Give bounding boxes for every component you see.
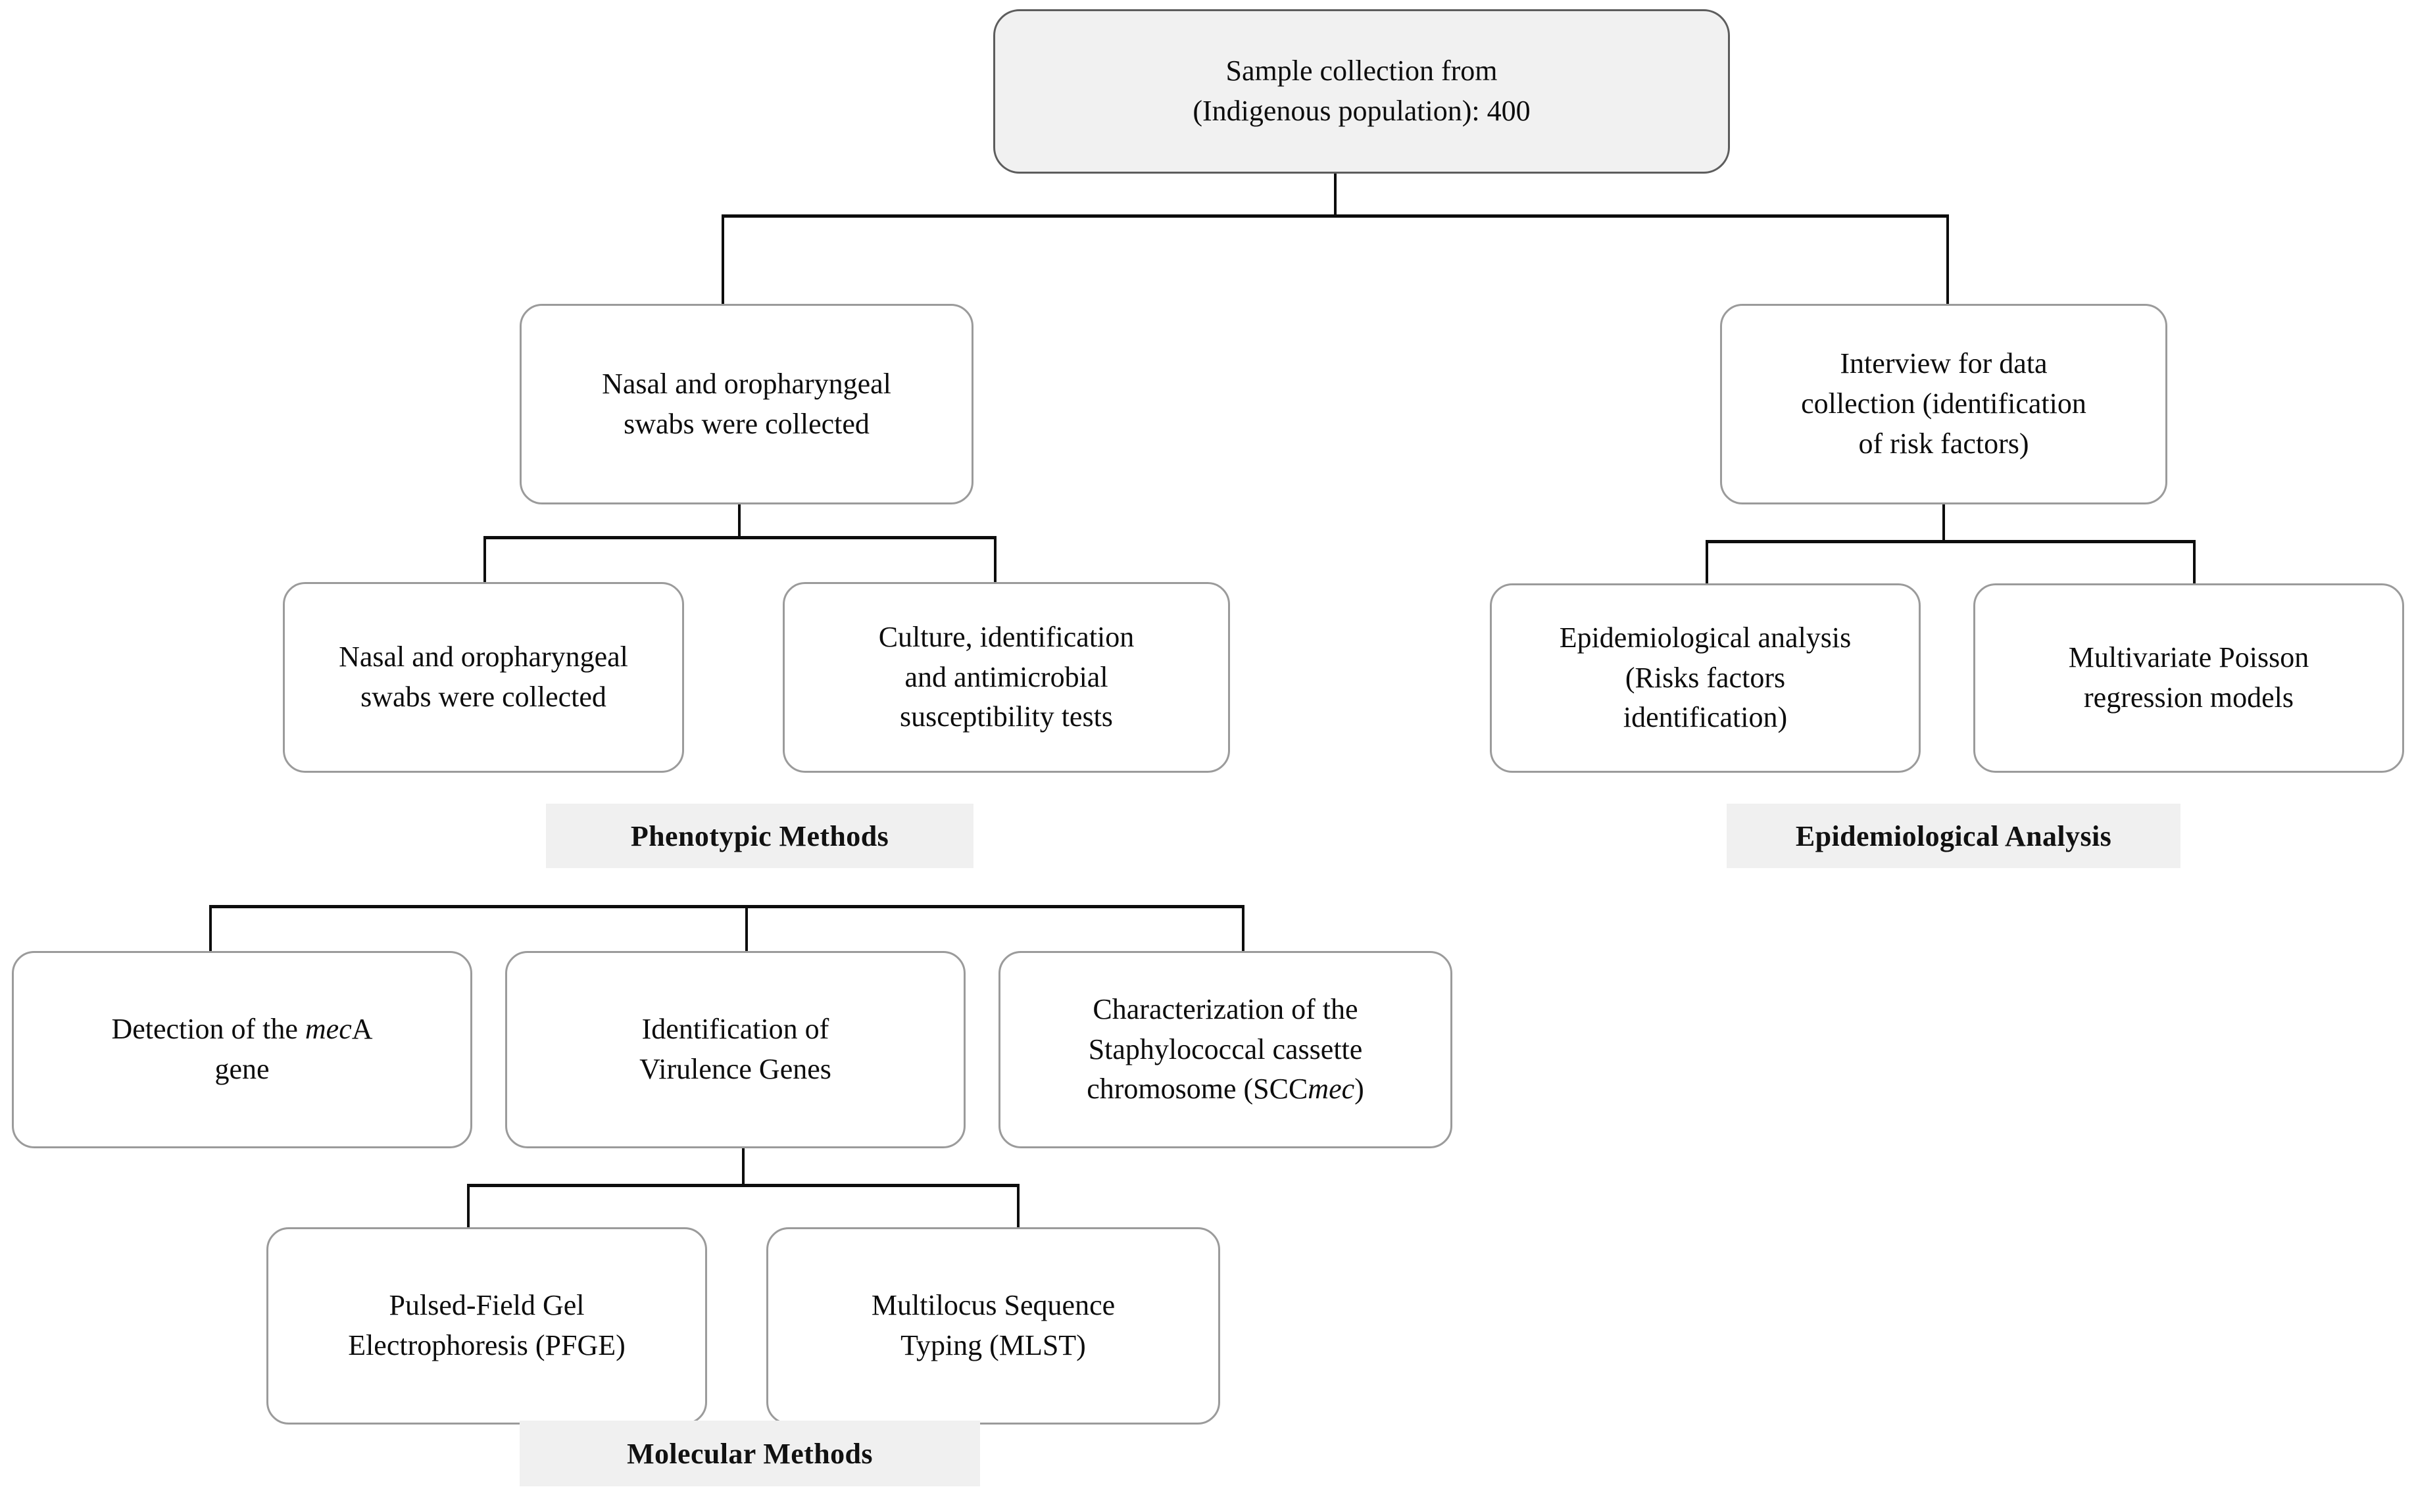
sccmec-italic: mec [1308,1073,1355,1106]
epi-line-2: (Risks factors [1625,661,1786,694]
connector-root-to-interview [1946,214,1949,305]
swabs-child-line-1: Nasal and oropharyngeal [339,641,628,673]
node-pfge[interactable]: Pulsed-Field Gel Electrophoresis (PFGE) [266,1227,707,1425]
poisson-line-1: Multivariate Poisson [2068,641,2309,674]
caption-epidemiological-analysis: Epidemiological Analysis [1727,804,2180,868]
sccmec-line-1: Characterization of the [1093,992,1358,1025]
connector-virulence-stem [742,1148,745,1186]
culture-line-1: Culture, identification [878,620,1135,653]
virulence-line-1: Identification of [641,1013,829,1046]
sccmec-line-3: chromosome (SCCmec) [1087,1073,1364,1106]
pfge-line-1: Pulsed-Field Gel [389,1289,585,1322]
connector-to-sccmec [1242,905,1244,952]
swabs-parent-line-1: Nasal and oropharyngeal [602,367,891,400]
node-interview-data-collection[interactable]: Interview for data collection (identific… [1720,304,2167,504]
pfge-line-2: Electrophoresis (PFGE) [348,1329,626,1361]
caption-molecular-methods: Molecular Methods [520,1421,980,1486]
node-sccmec-characterization[interactable]: Characterization of the Staphylococcal c… [998,951,1452,1148]
root-line-1: Sample collection from [1225,55,1498,87]
connector-molecular-bus [209,905,1244,908]
connector-interview-stem [1942,504,1945,543]
caption-phenotypic-text: Phenotypic Methods [630,819,889,852]
connector-root-stem [1334,174,1337,217]
mlst-line-1: Multilocus Sequence [871,1289,1116,1322]
node-poisson-regression[interactable]: Multivariate Poisson regression models [1973,583,2404,773]
node-culture-identification[interactable]: Culture, identification and antimicrobia… [783,582,1230,773]
caption-molecular-text: Molecular Methods [627,1437,873,1470]
connector-to-meca [209,905,212,952]
caption-phenotypic-methods: Phenotypic Methods [546,804,973,868]
meca-line-1: Detection of the mecA [111,1013,373,1046]
connector-to-virulence [745,905,748,952]
interview-line-1: Interview for data [1840,347,2048,380]
connector-to-poisson [2193,540,2196,585]
interview-line-3: of risk factors) [1858,427,2029,460]
sccmec-line-2: Staphylococcal cassette [1088,1033,1363,1065]
connector-root-bus [722,214,1949,218]
connector-typing-bus [467,1184,1020,1187]
connector-to-swabs-child [483,536,486,583]
root-line-2: (Indigenous population): 400 [1193,95,1531,127]
node-sample-collection[interactable]: Sample collection from (Indigenous popul… [993,9,1730,174]
meca-italic: mec [305,1013,352,1046]
connector-to-mlst [1017,1184,1020,1229]
culture-line-3: susceptibility tests [900,700,1113,733]
swabs-parent-line-2: swabs were collected [624,407,870,440]
culture-line-2: and antimicrobial [904,660,1108,693]
connector-to-culture [994,536,997,583]
mlst-line-2: Typing (MLST) [900,1329,1086,1361]
node-virulence-genes[interactable]: Identification of Virulence Genes [505,951,966,1148]
node-swabs-collected-parent[interactable]: Nasal and oropharyngeal swabs were colle… [520,304,973,504]
virulence-line-2: Virulence Genes [639,1053,831,1085]
swabs-child-line-2: swabs were collected [360,681,606,713]
node-meca-gene-detection[interactable]: Detection of the mecA gene [12,951,472,1148]
interview-line-2: collection (identification [1801,387,2086,420]
connector-to-epi-analysis [1706,540,1708,585]
caption-epidemiological-text: Epidemiological Analysis [1795,819,2112,852]
connector-phenotypic-bus [483,536,997,539]
node-mlst[interactable]: Multilocus Sequence Typing (MLST) [766,1227,1220,1425]
node-swabs-collected-child[interactable]: Nasal and oropharyngeal swabs were colle… [283,582,684,773]
connector-to-pfge [467,1184,470,1229]
meca-line-2: gene [214,1053,270,1085]
connector-epidemiological-bus [1706,540,2196,543]
epi-line-3: identification) [1623,701,1788,734]
epi-line-1: Epidemiological analysis [1559,621,1852,654]
connector-root-to-swabs [722,214,724,305]
poisson-line-2: regression models [2084,681,2294,714]
connector-swabs-stem [738,504,741,539]
node-epidemiological-analysis[interactable]: Epidemiological analysis (Risks factors … [1490,583,1921,773]
